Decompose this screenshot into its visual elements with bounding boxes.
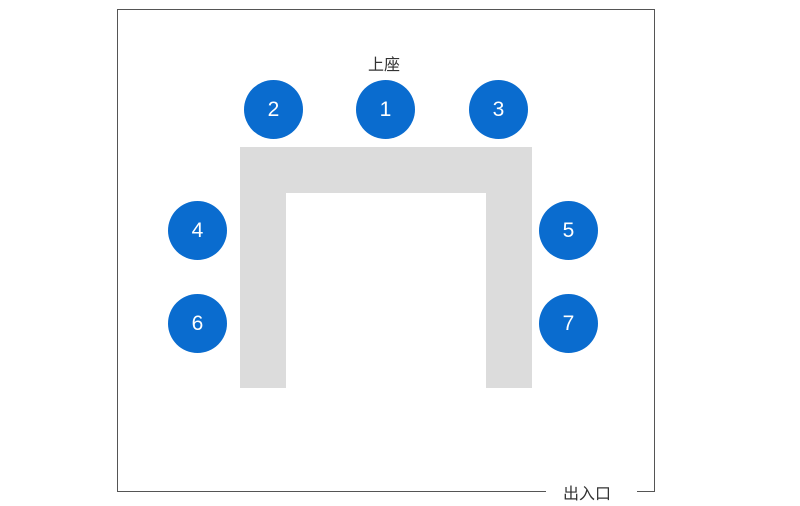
- table-right-leg: [486, 147, 532, 388]
- seat-number: 5: [562, 218, 575, 242]
- seat-1: 1: [356, 80, 415, 139]
- seat-number: 4: [191, 218, 204, 242]
- table-top-section: [240, 147, 532, 193]
- room-border-top: [117, 9, 655, 10]
- seat-5: 5: [539, 201, 598, 260]
- room-border-bottom-left: [117, 491, 546, 492]
- room-border-left: [117, 9, 118, 492]
- seat-2: 2: [244, 80, 303, 139]
- room-border-bottom-right: [637, 491, 655, 492]
- seat-number: 6: [191, 311, 204, 335]
- seat-7: 7: [539, 294, 598, 353]
- seat-3: 3: [469, 80, 528, 139]
- seat-4: 4: [168, 201, 227, 260]
- seat-number: 1: [379, 97, 392, 121]
- seat-6: 6: [168, 294, 227, 353]
- table-left-leg: [240, 147, 286, 388]
- seat-number: 7: [562, 311, 575, 335]
- head-seat-label: 上座: [368, 55, 401, 74]
- seat-number: 3: [492, 97, 505, 121]
- room-border-right: [654, 9, 655, 492]
- entrance-label: 出入口: [563, 484, 612, 503]
- seat-number: 2: [267, 97, 280, 121]
